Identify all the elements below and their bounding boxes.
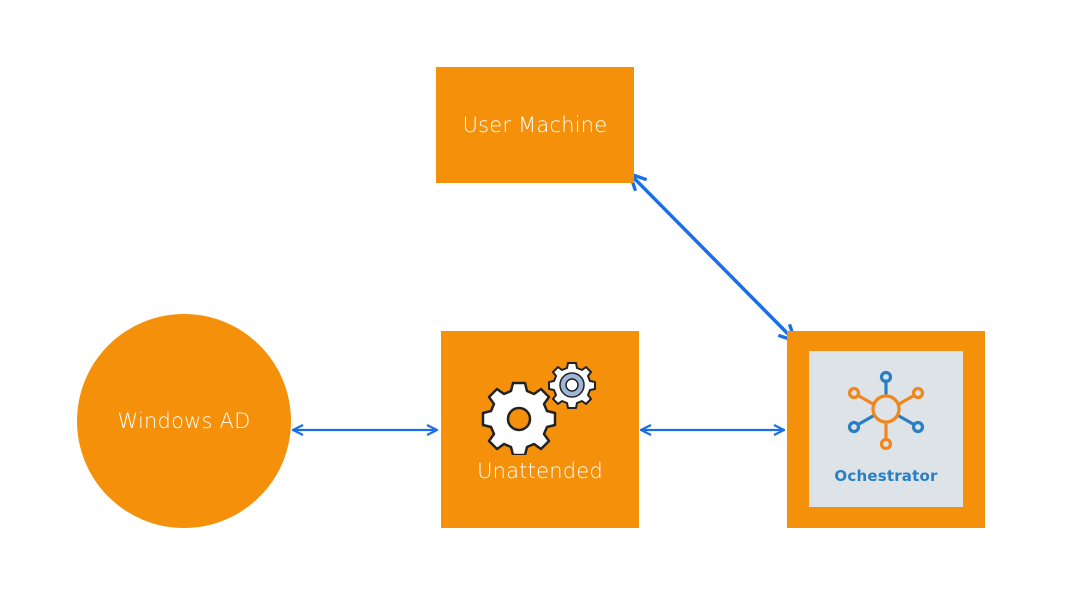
orchestrator-card: Ochestrator	[809, 351, 963, 507]
orchestrator-label: Ochestrator	[834, 467, 938, 485]
unattended-label: Unattended	[477, 459, 603, 483]
arrow-user-machine-orchestrator	[630, 174, 795, 341]
gears-icon	[481, 362, 596, 455]
user-machine-node: User Machine	[436, 67, 634, 183]
user-machine-label: User Machine	[462, 113, 608, 137]
windows-ad-node: Windows AD	[77, 314, 291, 528]
orchestrator-hub-icon	[847, 370, 925, 451]
unattended-node: Unattended	[441, 331, 639, 528]
windows-ad-label: Windows AD	[117, 409, 251, 433]
orchestrator-node: Ochestrator	[787, 331, 985, 528]
